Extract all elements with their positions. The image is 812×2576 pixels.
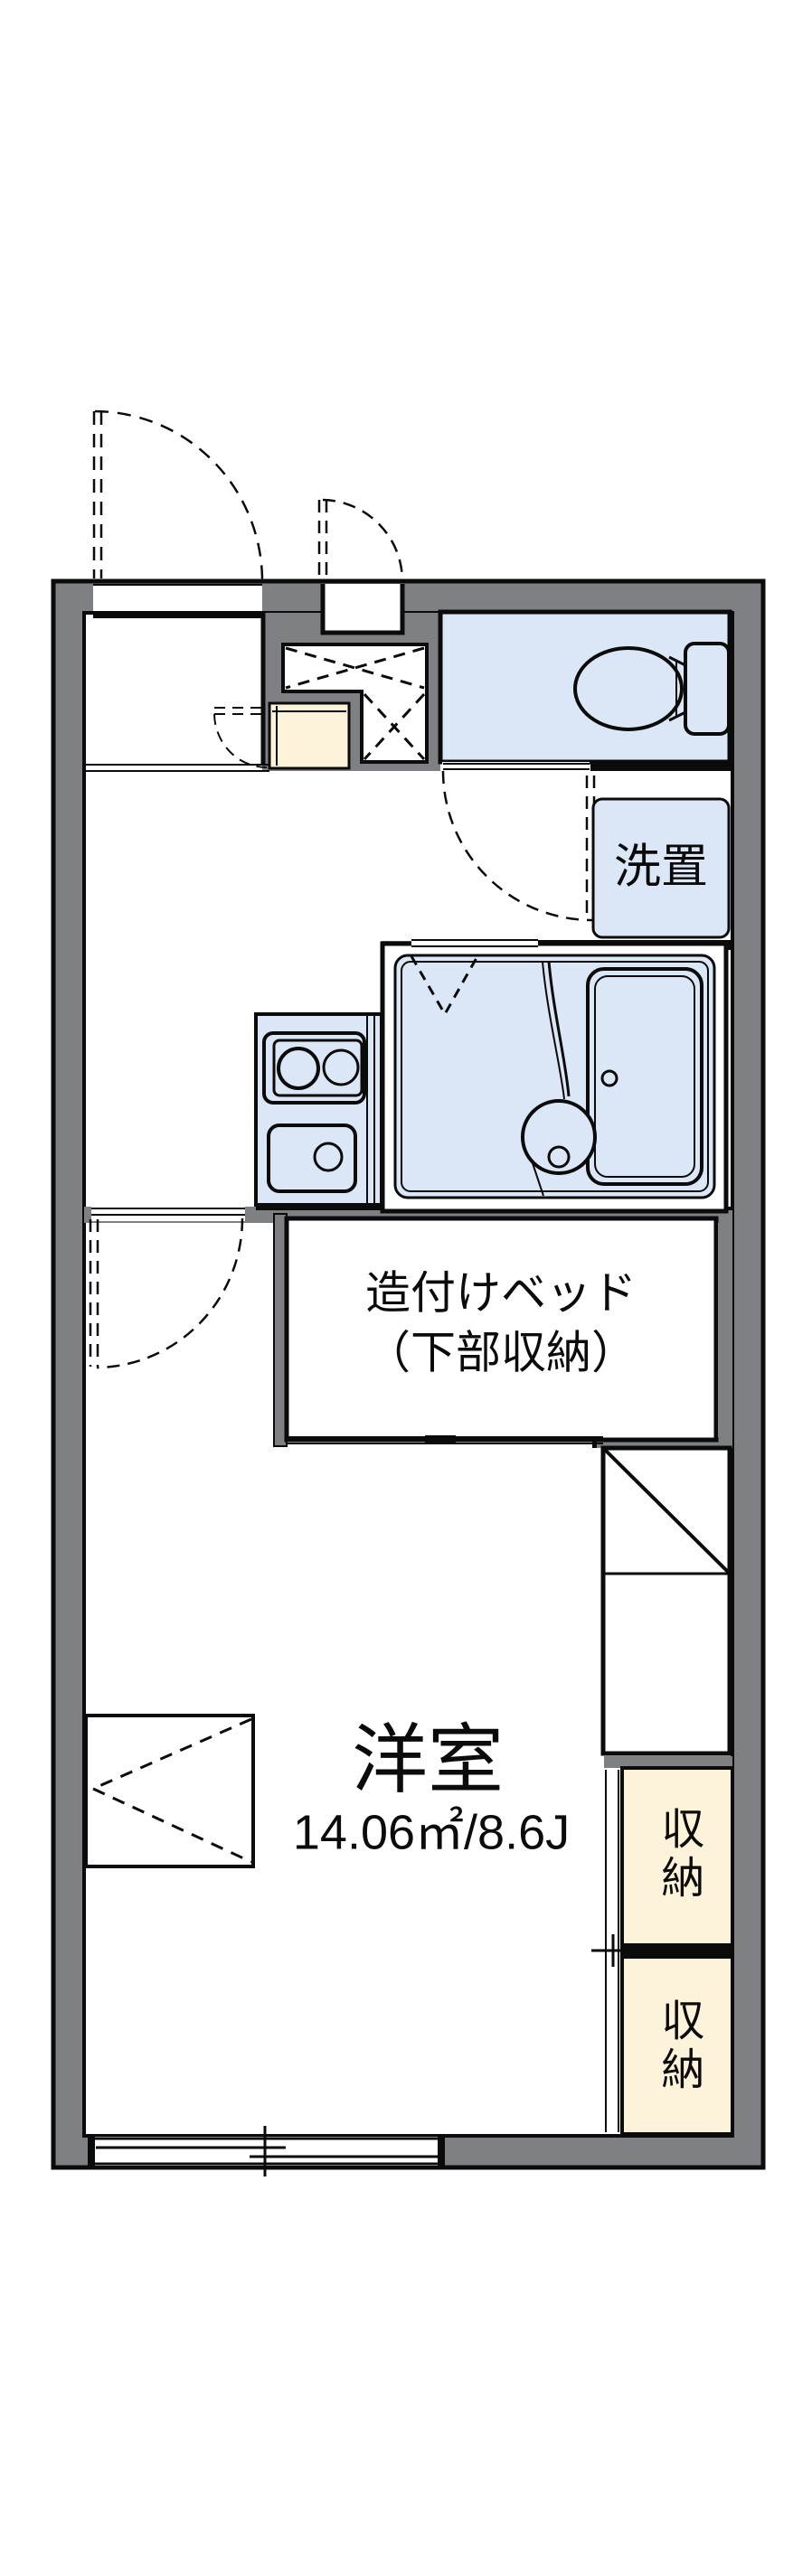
recess-door-swing-arc [317,498,404,582]
closet-top [620,1766,734,1947]
closet-label-top: 収納 [654,1806,703,1904]
built-in-bed-sub-label: （下部収納） [365,1327,637,1378]
toilet-icon [573,642,731,736]
bath-divider [547,961,571,1097]
room-door-swing-arc [89,1217,244,1369]
trunk-room [281,643,429,764]
stove-burners [262,1031,366,1105]
toilet-room [438,609,732,771]
refrigerator-space [600,1445,732,1756]
folding-table [84,1714,255,1868]
kitchen-unit [254,1012,383,1207]
built-in-bed [284,1216,719,1444]
laundry-space [591,797,731,939]
closet-sliding-door-track [591,1770,633,2132]
entrance-doorway [93,584,264,617]
kitchen-sink [267,1123,357,1193]
bathtub [586,967,703,1186]
laundry-label: 洗置 [613,841,709,894]
closet-label-bottom: 収納 [654,1998,703,2095]
shoe-cabinet-door-arc [213,707,268,768]
shoe-cabinet [268,701,351,770]
room-doorway [91,1206,245,1221]
sliding-window [88,2126,445,2176]
closet-bottom [620,1955,734,2136]
room-size-label: 14.06㎡/8.6J [292,1805,571,1860]
room-name-label: 洋室 [351,1716,505,1802]
entrance-hall [84,613,269,772]
bath-folding-door [410,955,479,1018]
built-in-bed-label: 造付けベッド [365,1267,637,1319]
bathroom [380,937,729,1214]
entrance-door-swing-arc [92,409,264,582]
wash-basin [521,1099,597,1197]
entry-recess-door [320,584,405,635]
